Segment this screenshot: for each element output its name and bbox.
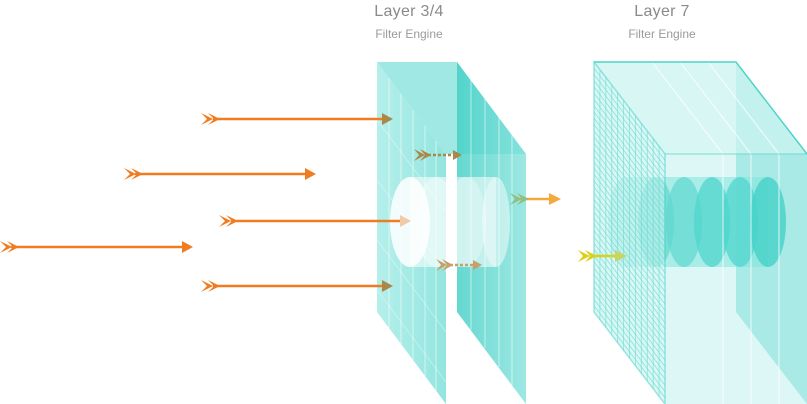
layer-7-subtitle: Filter Engine	[628, 27, 696, 41]
layer-7-block	[593, 59, 807, 404]
layer-34-block	[376, 62, 526, 404]
traffic-arrow-2	[124, 168, 316, 180]
traffic-arrows	[0, 113, 411, 292]
layer-34-label: Layer 3/4 Filter Engine	[319, 2, 499, 42]
layer-34-subtitle: Filter Engine	[375, 27, 443, 41]
layer-34-packet-core	[390, 177, 510, 267]
traffic-arrow-4	[0, 241, 193, 253]
layer-7-grid	[593, 68, 666, 398]
traffic-arrow-1	[201, 113, 393, 125]
traffic-arrow-3	[219, 215, 411, 227]
dashed-arrow-icon	[414, 149, 462, 161]
inspected-arrow	[578, 250, 627, 262]
layer-34-title: Layer 3/4	[374, 3, 444, 20]
dashed-arrow-icon	[436, 259, 482, 271]
blocked-arrows	[414, 149, 482, 271]
traffic-arrow-5	[201, 280, 393, 292]
passed-arrow	[510, 193, 561, 205]
layer-7-label: Layer 7 Filter Engine	[572, 2, 752, 42]
layer-7-title: Layer 7	[634, 3, 690, 20]
